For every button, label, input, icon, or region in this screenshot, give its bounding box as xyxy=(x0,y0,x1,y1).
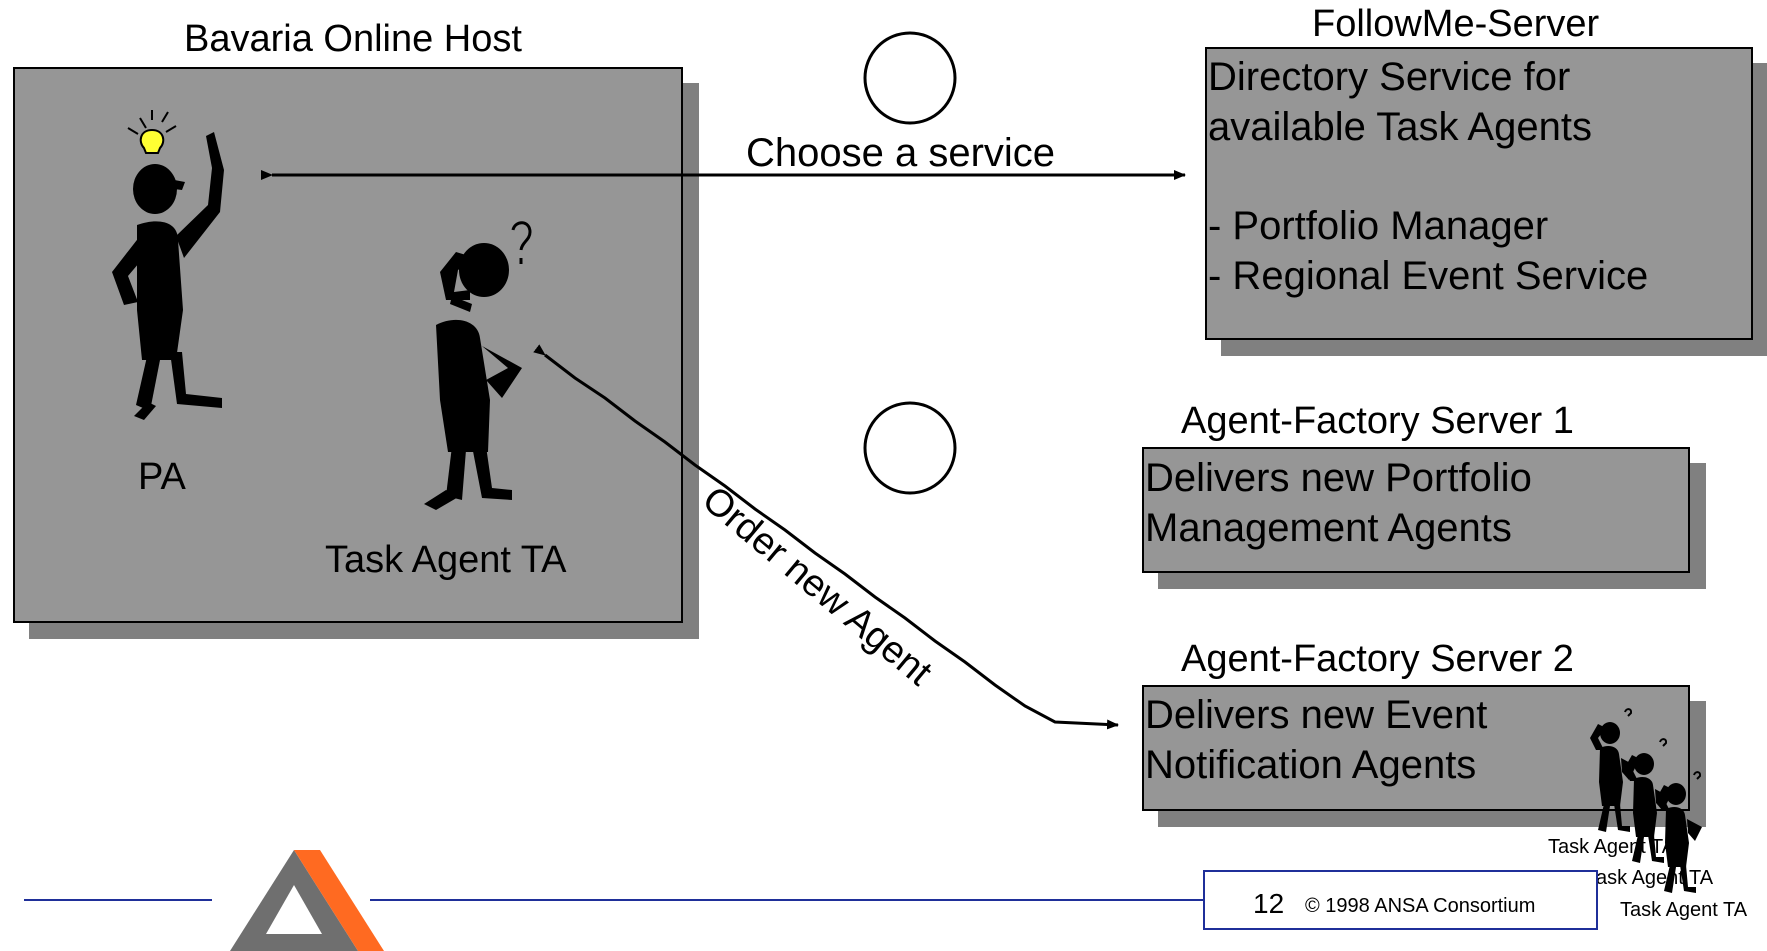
task-agent-label: Task Agent TA xyxy=(325,539,567,581)
footer-box xyxy=(1203,870,1598,930)
followme-box xyxy=(1205,47,1767,356)
factory1-title: Agent-Factory Server 1 xyxy=(1181,400,1574,442)
factory1-line1: Delivers new Portfolio xyxy=(1145,456,1532,500)
page-number: 12 xyxy=(1253,888,1285,919)
factory2-title: Agent-Factory Server 2 xyxy=(1181,638,1574,680)
factory1-line2: Management Agents xyxy=(1145,506,1512,550)
mini-agent-label-3: Task Agent TA xyxy=(1620,899,1748,921)
triangle-logo-icon xyxy=(230,850,384,951)
followme-line2: available Task Agents xyxy=(1208,105,1592,149)
mini-agent-label-1: Task Agent TA xyxy=(1548,836,1676,858)
step2-circle xyxy=(863,401,957,495)
task-agent-figure-icon xyxy=(424,221,532,510)
mini-agent-label-2: Task Agent TA xyxy=(1586,867,1714,889)
followme-line1: Directory Service for xyxy=(1208,55,1571,99)
factory1-box xyxy=(1142,447,1706,589)
host-title: Bavaria Online Host xyxy=(184,18,522,60)
followme-title: FollowMe-Server xyxy=(1312,3,1600,45)
mini-agent-1-icon xyxy=(1590,708,1636,832)
pa-figure-icon xyxy=(112,110,224,420)
copyright: © 1998 ANSA Consortium xyxy=(1305,895,1536,917)
mini-agent-3-icon xyxy=(1656,771,1702,893)
factory2-line2: Notification Agents xyxy=(1145,743,1477,787)
order-agent-arrow xyxy=(533,344,1119,730)
followme-item2: - Regional Event Service xyxy=(1208,254,1649,298)
followme-item1: - Portfolio Manager xyxy=(1208,204,1549,248)
factory2-line1: Delivers new Event xyxy=(1145,693,1488,737)
step1-label: Choose a service xyxy=(746,131,1056,175)
step1-circle xyxy=(863,31,957,125)
pa-label: PA xyxy=(138,456,186,498)
